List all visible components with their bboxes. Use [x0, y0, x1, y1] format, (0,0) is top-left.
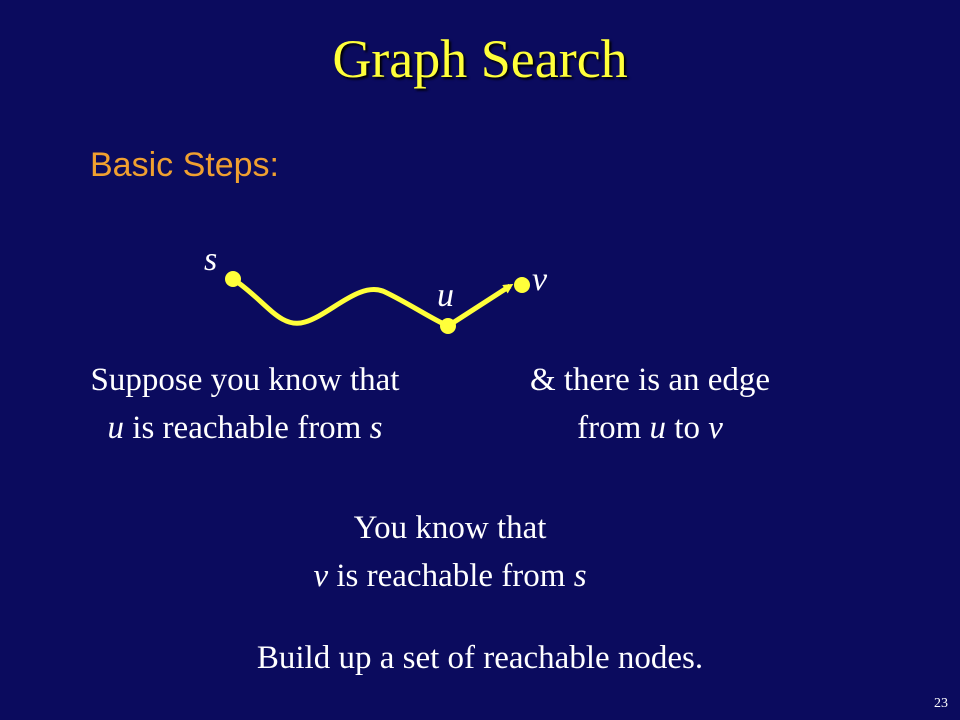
node-v [514, 277, 530, 293]
premise-edge-line2: from u to v [577, 410, 723, 446]
edge-u-to-v [446, 283, 514, 329]
premise-reachable: Suppose you know that u is reachable fro… [30, 356, 460, 452]
node-label-s: s [204, 241, 217, 278]
premise-reachable-line1: Suppose you know that [90, 362, 400, 398]
premise-reachable-line2: u is reachable from s [107, 410, 383, 446]
slide-number: 23 [934, 696, 948, 711]
path-s-to-u [230, 276, 451, 329]
conclusion: You know that v is reachable from s [200, 504, 700, 600]
premise-edge: & there is an edge from u to v [470, 356, 830, 452]
node-s [225, 271, 241, 287]
slide-subtitle: Basic Steps: [90, 146, 279, 184]
node-label-v: v [532, 261, 548, 298]
summary-text: Build up a set of reachable nodes. [256, 640, 704, 676]
slide-title: Graph Search [332, 29, 628, 89]
node-u [440, 318, 456, 334]
conclusion-line2: v is reachable from s [313, 558, 587, 594]
node-label-u: u [437, 277, 454, 314]
conclusion-line1: You know that [353, 510, 547, 546]
premise-edge-line1: & there is an edge [529, 362, 771, 398]
